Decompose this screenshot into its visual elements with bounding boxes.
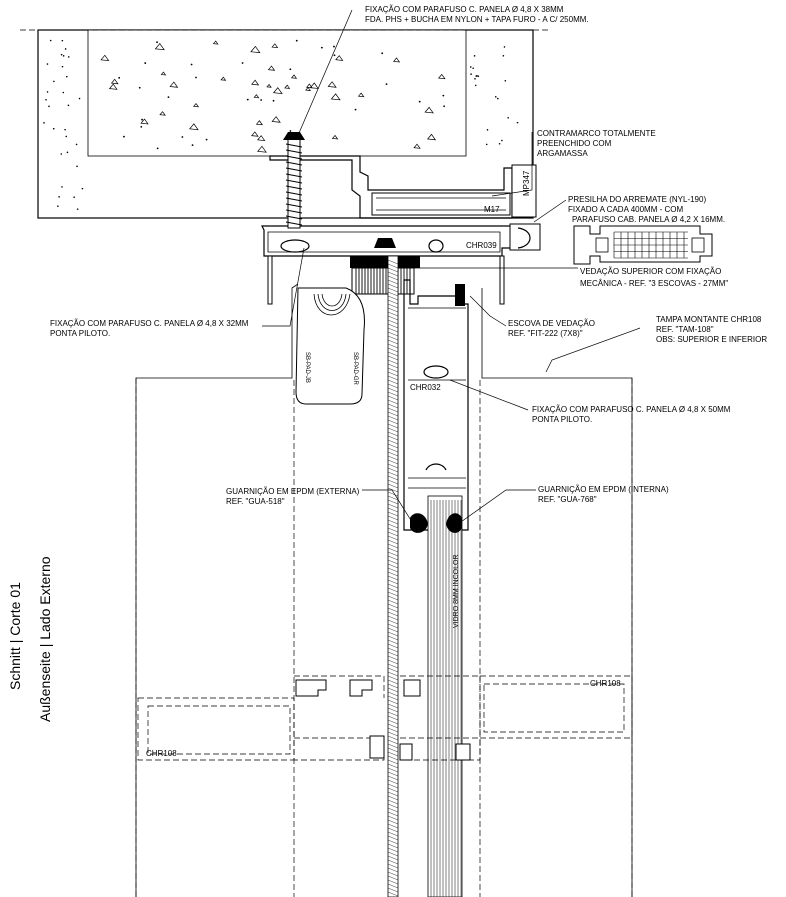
concrete-slab — [37, 29, 534, 219]
label-presilha-2: FIXADO A CADA 400MM - COM — [568, 205, 683, 214]
leader-lines — [262, 9, 641, 525]
transom-profile-left: SB-PAD-JB SB-PAD-GR — [295, 287, 365, 405]
label-escova-2: REF. "FIT-222 (7X8)" — [508, 329, 583, 338]
m17-tag: M17 — [484, 205, 500, 214]
side-title-line-2: Außenseite | Lado Externo — [37, 556, 53, 722]
annotations: FIXAÇÃO COM PARAFUSO C. PANELA Ø 4,8 X 3… — [50, 5, 767, 506]
label-fixacao-top-2: FDA. PHS + BUCHA EM NYLON + TAPA FURO - … — [365, 15, 589, 24]
glass-and-spacer: VIDRO 8MM INCOLOR — [387, 255, 463, 897]
side-title: Schnitt | Corte 01 Außenseite | Lado Ext… — [7, 556, 53, 722]
label-guarnicao-ext-1: GUARNIÇÃO EM EPDM (EXTERNA) — [226, 487, 360, 496]
glass-tag: VIDRO 8MM INCOLOR — [453, 554, 460, 628]
mp347-tag: MP347 — [522, 170, 531, 196]
label-presilha-3: PARAFUSO CAB. PANELA Ø 4,2 X 16MM. — [572, 215, 725, 224]
chr032-tag: CHR032 — [410, 383, 441, 392]
label-guarnicao-int-1: GUARNIÇÃO EM EPDM (INTERNA) — [538, 485, 669, 494]
transom-zone: CHR108 CHR108 — [137, 675, 633, 761]
label-vedacao-2: MECÂNICA - REF. "3 ESCOVAS - 27MM" — [580, 279, 728, 288]
epdm-gaskets — [410, 513, 462, 533]
label-vedacao-1: VEDAÇÃO SUPERIOR COM FIXAÇÃO — [580, 267, 721, 276]
chr108-left-tag: CHR108 — [146, 749, 177, 758]
label-contramarco-1: CONTRAMARCO TOTALMENTE — [537, 129, 656, 138]
label-fixacao-mid-2: PONTA PILOTO. — [532, 415, 592, 424]
label-contramarco-3: ARGAMASSA — [537, 149, 588, 158]
label-tampa-3: OBS: SUPERIOR E INFERIOR — [656, 335, 767, 344]
sb-tag-a: SB-PAD-JB — [304, 352, 310, 383]
presilha-detail — [573, 225, 713, 265]
chr108-right-tag: CHR108 — [590, 679, 621, 688]
side-title-line-1: Schnitt | Corte 01 — [7, 582, 23, 690]
label-presilha-1: PRESILHA DO ARREMATE (NYL-190) — [568, 195, 706, 204]
screw-top — [283, 132, 305, 229]
label-tampa-2: REF. "TAM-108" — [656, 325, 714, 334]
mullion-chr032: CHR032 — [403, 279, 469, 531]
head-frame-chr039: CHR039 — [261, 223, 541, 305]
label-fixacao-left-1: FIXAÇÃO COM PARAFUSO C. PANELA Ø 4,8 X 3… — [50, 319, 249, 328]
label-fixacao-mid-1: FIXAÇÃO COM PARAFUSO C. PANELA Ø 4,8 X 5… — [532, 405, 731, 414]
chr039-tag: CHR039 — [466, 241, 497, 250]
label-guarnicao-int-2: REF. "GUA-768" — [538, 495, 597, 504]
label-escova-1: ESCOVA DE VEDAÇÃO — [508, 319, 595, 328]
label-fixacao-top-1: FIXAÇÃO COM PARAFUSO C. PANELA Ø 4,8 X 3… — [365, 5, 564, 14]
label-contramarco-2: PREENCHIDO COM — [537, 139, 612, 148]
label-fixacao-left-2: PONTA PILOTO. — [50, 329, 110, 338]
sb-tag-b: SB-PAD-GR — [352, 352, 358, 386]
tampa-chr108-outline — [135, 283, 633, 897]
label-tampa-1: TAMPA MONTANTE CHR108 — [656, 315, 762, 324]
label-guarnicao-ext-2: REF. "GUA-518" — [226, 497, 285, 506]
